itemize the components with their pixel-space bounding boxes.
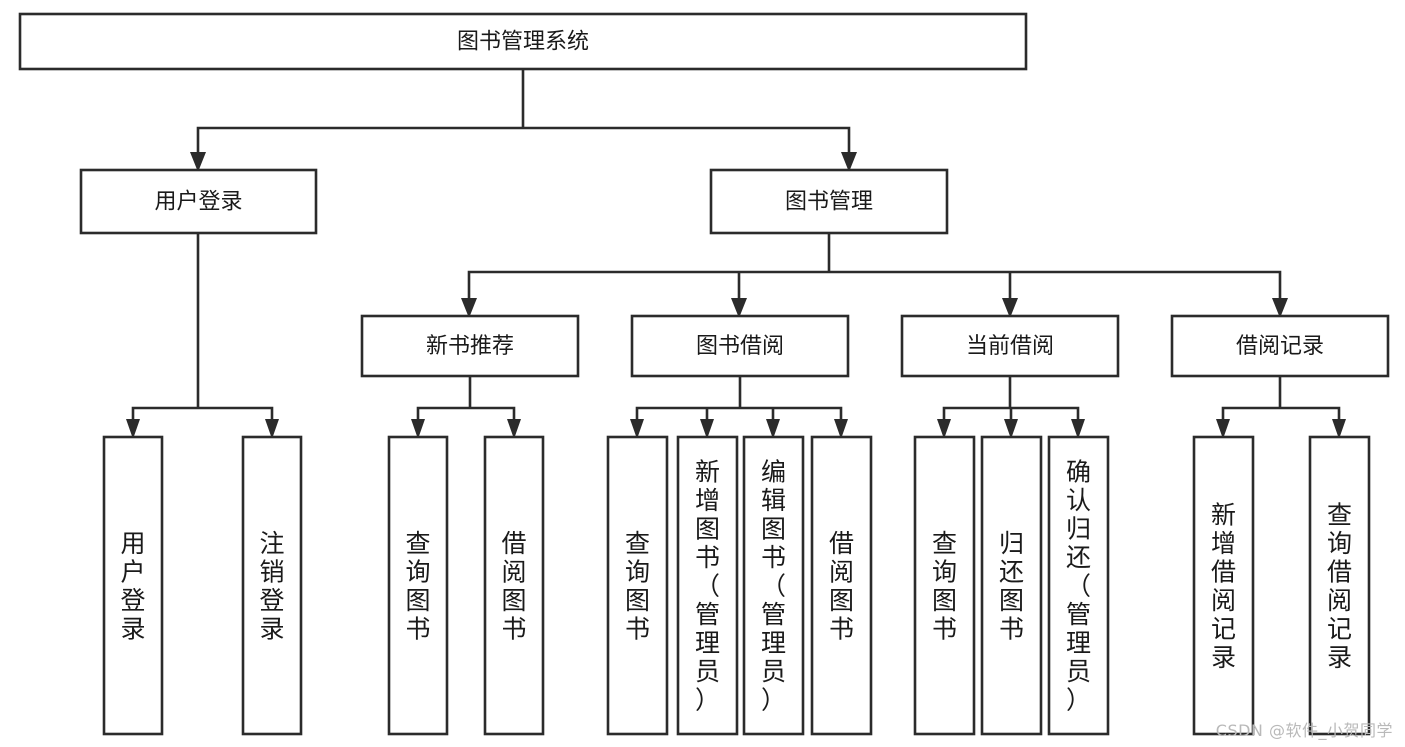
node-book-borrow[interactable]: 图书借阅 [630,314,850,378]
connector-layer [131,67,1341,427]
node-label-current-borrow: 当前借阅 [966,334,1054,359]
node-label-book-borrow: 图书借阅 [696,334,784,359]
node-box-user-login[interactable] [79,168,318,235]
arrow-down-icon [461,298,477,318]
node-box-leaf-query-book-3[interactable] [913,435,976,736]
node-label-leaf-query-book-2: 查询图书 [625,529,650,644]
node-label-new-book-rec: 新书推荐 [426,334,514,359]
node-label-leaf-borrow-book-1: 借阅图书 [501,529,526,644]
arrow-down-icon [766,419,780,439]
node-box-leaf-add-record[interactable] [1192,435,1255,736]
node-label-leaf-borrow-book-2: 借阅图书 [829,529,854,644]
node-label-leaf-edit-book: 编辑图书（管理员） [761,458,786,715]
node-box-borrow-record[interactable] [1170,314,1390,378]
node-leaf-query-record[interactable]: 查询借阅记录 [1308,435,1371,736]
arrow-down-icon [630,419,644,439]
arrow-down-icon [1216,419,1230,439]
arrow-down-icon [731,298,747,318]
arrow-down-icon [937,419,951,439]
connector-borrowrecord-bus [1221,374,1341,427]
arrow-down-icon [507,419,521,439]
node-label-book-manage: 图书管理 [785,190,873,215]
node-leaf-query-book-1[interactable]: 查询图书 [387,435,449,736]
watermark-text: CSDN @软件_小贺同学 [1215,721,1393,740]
node-label-leaf-user-login: 用户登录 [120,529,145,644]
node-box-current-borrow[interactable] [900,314,1120,378]
node-box-leaf-confirm-return[interactable] [1047,435,1110,736]
arrow-down-icon [1272,298,1288,318]
node-label-leaf-query-book-1: 查询图书 [405,529,430,644]
node-box-leaf-borrow-book-1[interactable] [483,435,545,736]
connector-userlogin-bus [131,231,274,427]
node-label-root: 图书管理系统 [457,30,589,55]
arrow-down-icon [1002,298,1018,318]
node-leaf-query-book-2[interactable]: 查询图书 [606,435,669,736]
node-label-user-login: 用户登录 [154,190,242,215]
node-box-leaf-user-login[interactable] [102,435,164,736]
node-leaf-return-book[interactable]: 归还图书 [980,435,1043,736]
connector-newbook-bus [416,374,516,427]
arrow-down-icon [834,419,848,439]
node-new-book-rec[interactable]: 新书推荐 [360,314,580,378]
node-leaf-edit-book[interactable]: 编辑图书（管理员） [742,435,805,736]
connector-root-bus [196,67,851,160]
node-label-leaf-add-book: 新增图书（管理员） [695,458,720,715]
node-leaf-borrow-book-1[interactable]: 借阅图书 [483,435,545,736]
node-leaf-query-book-3[interactable]: 查询图书 [913,435,976,736]
node-box-leaf-borrow-book-2[interactable] [810,435,873,736]
arrow-down-icon [126,419,140,439]
node-box-leaf-query-book-1[interactable] [387,435,449,736]
node-box-new-book-rec[interactable] [360,314,580,378]
node-box-leaf-return-book[interactable] [980,435,1043,736]
node-label-leaf-return-book: 归还图书 [999,529,1024,644]
arrow-down-icon [411,419,425,439]
arrow-down-icon [190,152,206,172]
node-book-manage[interactable]: 图书管理 [709,168,949,235]
arrow-down-icon [1004,419,1018,439]
node-leaf-user-login[interactable]: 用户登录 [102,435,164,736]
node-label-leaf-add-record: 新增借阅记录 [1211,500,1236,672]
arrow-down-icon [700,419,714,439]
node-layer: 图书管理系统用户登录图书管理新书推荐图书借阅当前借阅借阅记录用户登录注销登录查询… [18,12,1390,736]
node-label-leaf-logout: 注销登录 [259,529,284,644]
node-borrow-record[interactable]: 借阅记录 [1170,314,1390,378]
node-box-book-manage[interactable] [709,168,949,235]
node-box-book-borrow[interactable] [630,314,850,378]
node-label-borrow-record: 借阅记录 [1236,334,1324,359]
node-box-leaf-query-record[interactable] [1308,435,1371,736]
node-label-leaf-query-record: 查询借阅记录 [1327,500,1352,672]
connector-bookborrow-bus [635,374,843,427]
node-box-leaf-logout[interactable] [241,435,303,736]
arrowhead-layer [126,152,1346,439]
connector-currentborrow-bus [942,374,1080,427]
node-user-login[interactable]: 用户登录 [79,168,318,235]
node-current-borrow[interactable]: 当前借阅 [900,314,1120,378]
node-leaf-add-record[interactable]: 新增借阅记录 [1192,435,1255,736]
arrow-down-icon [841,152,857,172]
node-box-leaf-edit-book[interactable] [742,435,805,736]
arrow-down-icon [1332,419,1346,439]
connector-bookmanage-bus [467,231,1282,306]
node-box-leaf-add-book[interactable] [676,435,739,736]
node-leaf-borrow-book-2[interactable]: 借阅图书 [810,435,873,736]
arrow-down-icon [1071,419,1085,439]
node-leaf-add-book[interactable]: 新增图书（管理员） [676,435,739,736]
node-box-leaf-query-book-2[interactable] [606,435,669,736]
node-root[interactable]: 图书管理系统 [18,12,1028,71]
node-leaf-confirm-return[interactable]: 确认归还（管理员） [1047,435,1110,736]
node-label-leaf-query-book-3: 查询图书 [932,529,957,644]
node-leaf-logout[interactable]: 注销登录 [241,435,303,736]
node-box-root[interactable] [18,12,1028,71]
node-label-leaf-confirm-return: 确认归还（管理员） [1066,458,1091,715]
arrow-down-icon [265,419,279,439]
